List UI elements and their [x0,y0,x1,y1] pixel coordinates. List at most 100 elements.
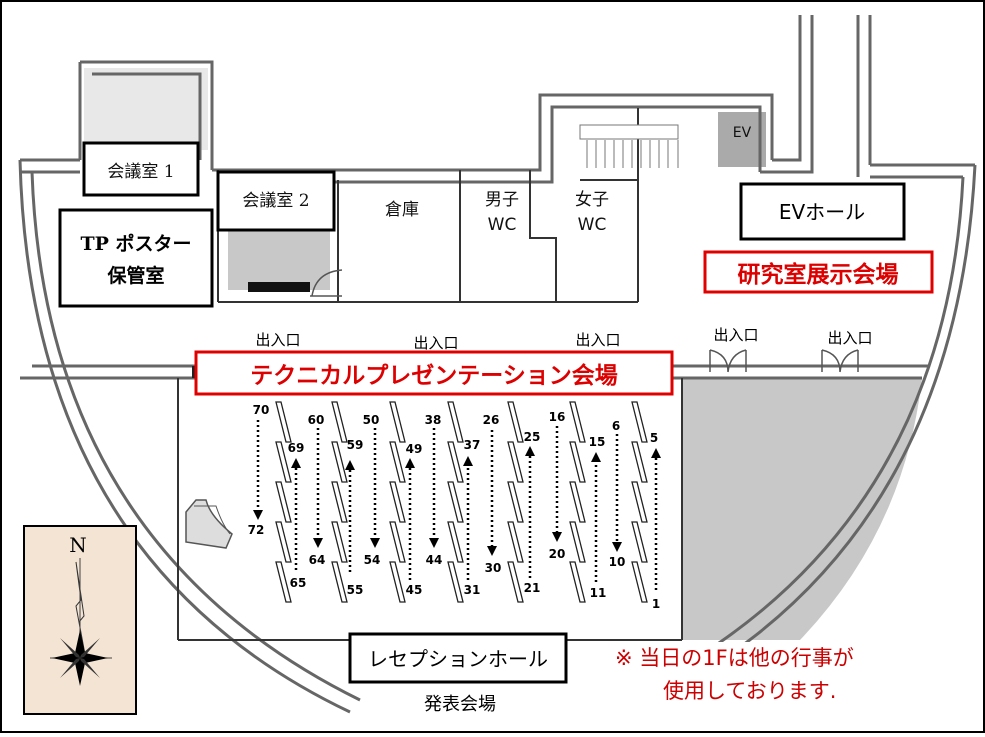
booth-number: 55 [347,583,364,597]
booth-number: 6 [612,419,620,433]
arrow-head-icon [253,510,263,520]
booth-number: 72 [248,523,265,537]
booth-number: 49 [406,442,423,456]
compass-north-label: N [69,533,87,557]
arrow-head-icon [612,542,622,552]
stairs [579,124,679,168]
booth-panel [331,481,348,523]
arrow-head-icon [463,456,473,466]
reception-hall-label: レセプションホール [368,647,548,671]
meeting-room-2-label: 会議室 2 [242,191,309,211]
arrow-head-icon [291,458,301,468]
booth-panel [507,401,524,443]
lab-exhibit-label: 研究室展示会場 [738,261,899,288]
entrance-label-3: 出入口 [575,331,620,349]
booth-panel [507,441,524,483]
booth-panel [389,481,406,523]
booth-number: 26 [483,413,500,427]
booth-number: 59 [347,438,364,452]
booth-number: 16 [549,410,566,424]
booth-panel [507,481,524,523]
notice-line-1: ※ 当日の1Fは他の行事が [615,646,854,670]
meeting-room-1-label: 会議室 1 [107,162,174,182]
booth-panel [331,561,348,603]
booth-number: 1 [652,597,660,611]
booth-number: 44 [426,553,443,567]
arrow-head-icon [487,546,497,556]
booth-panel [569,481,586,523]
booth-panel [331,521,348,563]
booth-number: 65 [290,576,307,590]
piano-icon [185,499,233,549]
arrow-head-icon [313,538,323,548]
booth-panel [389,521,406,563]
booth-panel [569,401,586,443]
entrance-label-4: 出入口 [713,326,758,344]
compass: N [23,525,137,715]
poster-storage-label-1: TP ポスター [80,232,191,255]
booth-number: 20 [549,547,566,561]
booth-number: 69 [288,441,305,455]
entrance-label-5: 出入口 [827,329,872,347]
booth-panel [389,401,406,443]
booth-number: 10 [609,555,626,569]
booth-panel [275,481,292,523]
booth-panel [631,561,648,603]
booth-panel [447,561,464,603]
booth-number: 31 [464,583,481,597]
booth-panel [389,561,406,603]
arrow-head-icon [525,446,535,456]
technical-venue [194,350,674,396]
arrow-head-icon [345,460,355,470]
mens-wc-label-1: 男子 [485,190,519,210]
gray-area-east [682,378,922,640]
ev-hall-label: EVホール [779,200,865,224]
tp-poster-storage [58,208,214,308]
booth-number: 30 [485,561,502,575]
booth-panel [447,401,464,443]
booth-panel [569,521,586,563]
mens-wc-label-2: WC [488,215,517,235]
booth-panel [631,441,648,483]
meeting-room-1 [82,141,200,197]
booth-number: 38 [425,413,442,427]
technical-venue-label: テクニカルプレゼンテーション会場 [250,362,618,389]
counter [248,282,310,292]
ev-shaft [718,112,766,167]
notice: ※ 当日の1Fは他の行事が 使用しております. [615,642,973,722]
booth-panels [275,401,648,603]
booth-panel [631,481,648,523]
booth-panel [275,441,292,483]
booth-panel [631,401,648,443]
poster-storage-label-2: 保管室 [106,264,164,287]
compass-rose-icon [50,558,112,686]
arrow-head-icon [552,532,562,542]
entrance-label-1: 出入口 [255,331,300,349]
booth-panel [331,441,348,483]
presentation-venue-label: 発表会場 [424,694,496,715]
womens-wc-label-2: WC [578,215,607,235]
booth-number: 60 [308,413,325,427]
booth-panel [389,441,406,483]
doors [310,269,859,373]
booth-number: 64 [309,553,326,567]
booth-panel [275,521,292,563]
booth-panel [447,521,464,563]
gray-area-meeting2 [228,230,330,290]
booth-panel [507,561,524,603]
arrow-head-icon [429,538,439,548]
booth-panel [569,561,586,603]
booth-panel [447,441,464,483]
ev-label: EV [733,125,752,141]
booth-number: 70 [253,403,270,417]
booth-number: 37 [464,438,481,452]
arrow-head-icon [651,448,661,458]
booth-panel [507,521,524,563]
booth-panel [275,401,292,443]
storage-label: 倉庫 [385,200,419,220]
booth-numbers: 70 72 69 65 60 64 59 55 50 54 49 45 38 4… [248,403,661,611]
booth-number: 54 [364,553,381,567]
booth-number: 25 [524,430,541,444]
